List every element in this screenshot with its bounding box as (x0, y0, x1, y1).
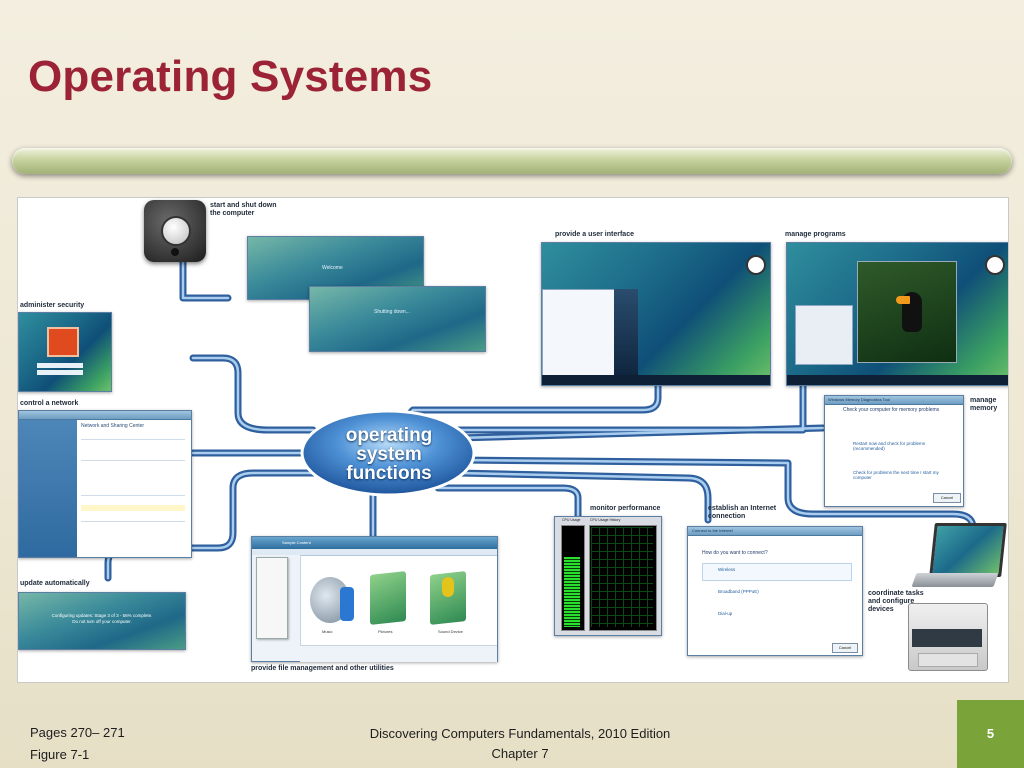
memory-tool-title: Windows Memory Diagnostics Tool (828, 397, 890, 402)
file-explorer-window: Sample Content Music Pictures Sound Devi… (251, 536, 498, 662)
connect-option-broadband: Broadband (PPPoE) (718, 589, 759, 594)
footer-book-reference: Discovering Computers Fundamentals, 2010… (330, 724, 710, 764)
pictures-folder-icon (370, 571, 406, 625)
desktop-start-menu-screen (541, 242, 771, 386)
network-center-title: Network and Sharing Center (81, 423, 145, 429)
connect-cancel-button: Cancel (832, 643, 858, 653)
caption-user-interface: provide a user interface (555, 231, 634, 238)
hub-label-line1: operating (345, 425, 433, 446)
laptop-image (910, 523, 1007, 595)
connect-internet-dialog: Connect to the Internet How do you want … (687, 526, 863, 656)
link-start (179, 254, 232, 302)
perf-label-history: CPU Usage History (590, 518, 621, 522)
caption-administer-security: administer security (20, 302, 85, 309)
start-menu (542, 289, 616, 377)
caption-start-shutdown: start and shut down the computer (210, 202, 277, 217)
memory-option1: Restart now and check for problems (reco… (853, 441, 926, 451)
clock-icon-2 (985, 255, 1005, 275)
memory-cancel-button: Cancel (933, 493, 961, 503)
link-internet (454, 469, 712, 524)
security-login-screen (18, 312, 112, 392)
printer-image (908, 593, 992, 677)
calculator-window (795, 305, 853, 365)
slide-title: Operating Systems (28, 52, 433, 101)
media-player-window (857, 261, 957, 363)
footer-book-title: Discovering Computers Fundamentals, 2010… (369, 726, 671, 741)
footer-figure: Figure 7-1 (30, 747, 90, 762)
connect-option-wireless: Wireless (718, 567, 736, 572)
memory-diagnostics-dialog: Windows Memory Diagnostics Tool Check yo… (824, 395, 964, 507)
caption-manage-programs: manage programs (785, 231, 846, 238)
user-avatar (47, 327, 79, 357)
link-security (189, 354, 317, 434)
programs-screen (786, 242, 1008, 386)
shutting-down-screen: Shutting down... (309, 286, 486, 352)
caption-monitor-performance: monitor performance (590, 505, 661, 512)
task-manager-performance: CPU Usage CPU Usage History (554, 516, 662, 636)
caption-control-network: control a network (20, 400, 79, 407)
explorer-title: Sample Content (282, 540, 311, 545)
caption-file-management: provide file management and other utilit… (251, 665, 394, 672)
clock-icon (746, 255, 766, 275)
connect-question: How do you want to connect? (702, 550, 768, 556)
caption-internet-connection: establish an Internet connection (708, 505, 777, 520)
hub-label-line2: system (356, 444, 422, 465)
os-functions-figure: operating system functions start and shu… (17, 197, 1009, 683)
memory-heading: Check your computer for memory problems (843, 407, 940, 413)
hub-label-line3: functions (346, 463, 432, 484)
connect-title: Connect to the Internet (692, 528, 733, 533)
power-button-image (144, 200, 206, 262)
caption-coordinate-devices: coordinate tasks and configure devices (868, 590, 924, 613)
caption-manage-memory: manage memory (970, 397, 998, 412)
network-sharing-center: Network and Sharing Center (18, 410, 192, 558)
file-item-sound-device: Sound Device (438, 629, 463, 634)
footer-chapter: Chapter 7 (491, 746, 549, 761)
memory-option2: Check for problems the next time I start… (853, 470, 939, 480)
footer-page-reference: Pages 270– 271 Figure 7-1 (30, 722, 125, 766)
update-line1: Configuring updates: Stage 3 of 3 - 56% … (51, 613, 153, 618)
title-underline-bar (12, 148, 1012, 174)
update-line2: Do not turn off your computer. (72, 619, 132, 624)
update-screen: Configuring updates: Stage 3 of 3 - 56% … (18, 592, 186, 650)
slide-number-box: 5 (957, 700, 1024, 768)
welcome-text: Welcome (322, 265, 343, 271)
connect-option-dialup: Dial-up (718, 611, 733, 616)
caption-update-automatically: update automatically (20, 580, 90, 587)
hub-label: operating system functions (319, 426, 459, 483)
hub-ellipse (300, 409, 476, 497)
slide-number: 5 (986, 726, 995, 741)
context-menu (256, 557, 288, 639)
footer-pages: Pages 270– 271 (30, 725, 125, 740)
file-item-pictures: Pictures (378, 629, 393, 634)
file-item-music: Music (322, 629, 333, 634)
shutting-down-text: Shutting down... (374, 309, 410, 315)
perf-label-cpu: CPU Usage (562, 518, 581, 522)
power-icon (161, 216, 191, 246)
